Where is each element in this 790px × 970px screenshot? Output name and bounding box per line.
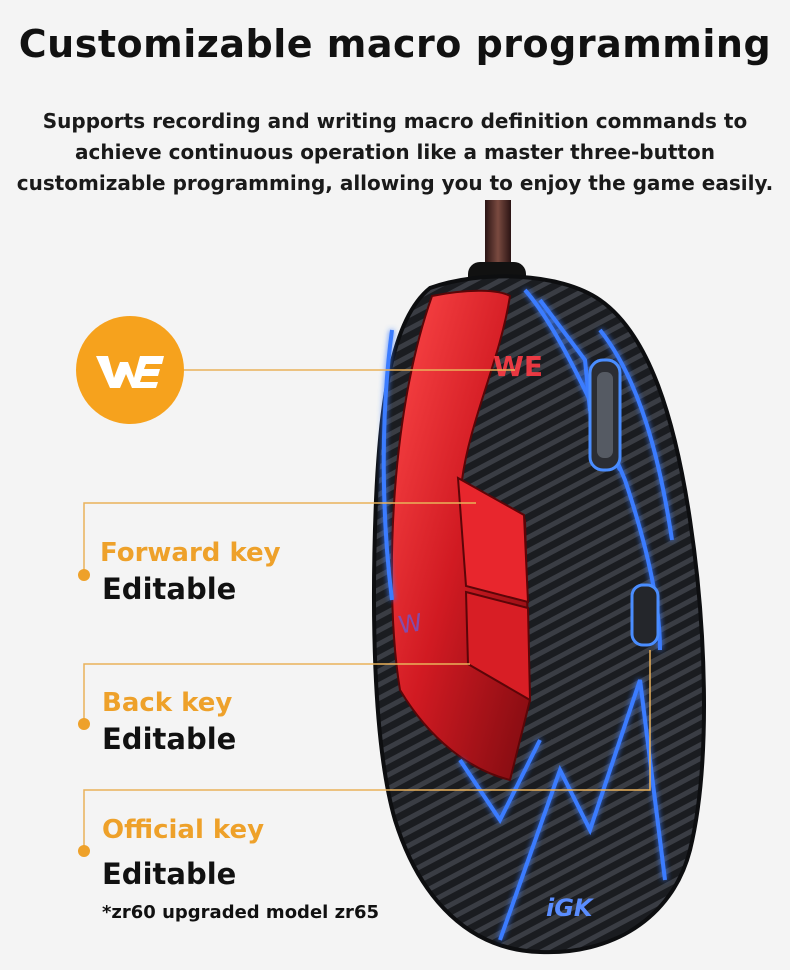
official-key-label: Official key: [102, 815, 265, 845]
back-key-value: Editable: [102, 722, 237, 756]
callout-dots: [78, 569, 90, 857]
model-footnote: *zr60 upgraded model zr65: [102, 902, 379, 923]
side-we-logo: W: [397, 608, 424, 639]
mouse-brand-mark: iGK: [546, 894, 595, 922]
subtitle-line: Supports recording and writing macro def…: [42, 109, 748, 133]
page-title: Customizable macro programming: [18, 22, 772, 66]
back-key-label: Back key: [102, 688, 233, 718]
forward-key-value: Editable: [102, 572, 237, 606]
we-logo-icon: [96, 356, 164, 388]
brand-logo: [76, 316, 184, 424]
subtitle-line: achieve continuous operation like a mast…: [75, 140, 715, 164]
subtitle-line: customizable programming, allowing you t…: [16, 171, 774, 195]
forward-button: [456, 476, 530, 604]
callout-lines: [83, 369, 651, 851]
mouse-we-logo: WE: [493, 350, 543, 383]
forward-key-label: Forward key: [100, 538, 281, 568]
back-button: [464, 590, 532, 702]
official-key-value: Editable: [102, 857, 237, 891]
page-subtitle: Supports recording and writing macro def…: [10, 106, 780, 199]
dpi-button: [630, 583, 660, 647]
